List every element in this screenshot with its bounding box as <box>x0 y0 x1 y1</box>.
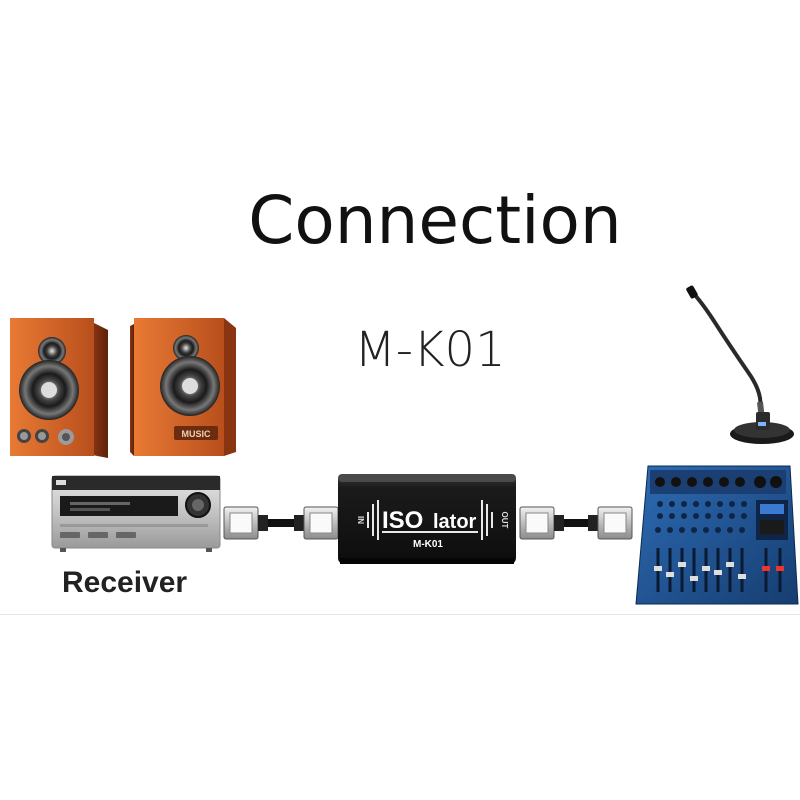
device-model: M-K01 <box>413 539 443 550</box>
page-title: Connection <box>248 182 622 259</box>
mixer-icon <box>635 465 799 605</box>
floor-divider <box>0 614 800 615</box>
brand-lator: lator <box>433 511 477 533</box>
cable-left <box>223 506 339 540</box>
speaker-badge <box>174 426 218 440</box>
receiver-label: Receiver <box>62 566 188 599</box>
tweeter-icon <box>38 337 66 365</box>
tweeter-icon <box>173 335 199 361</box>
out-label: OUT <box>500 512 509 529</box>
model-label: M-K01 <box>354 322 506 378</box>
in-label: IN <box>356 516 365 524</box>
isolator-device: IN ISO lator OUT M-K01 <box>338 474 516 564</box>
receiver-icon <box>51 475 221 552</box>
microphone-icon <box>686 285 794 444</box>
cable-right <box>519 506 633 540</box>
waveform-right-icon <box>481 500 493 540</box>
svg-text:MUSIC: MUSIC <box>182 429 212 439</box>
speaker-right: MUSIC <box>130 318 236 456</box>
waveform-left-icon <box>367 500 379 540</box>
speaker-left <box>10 318 108 458</box>
brand-iso: ISO <box>382 507 423 534</box>
